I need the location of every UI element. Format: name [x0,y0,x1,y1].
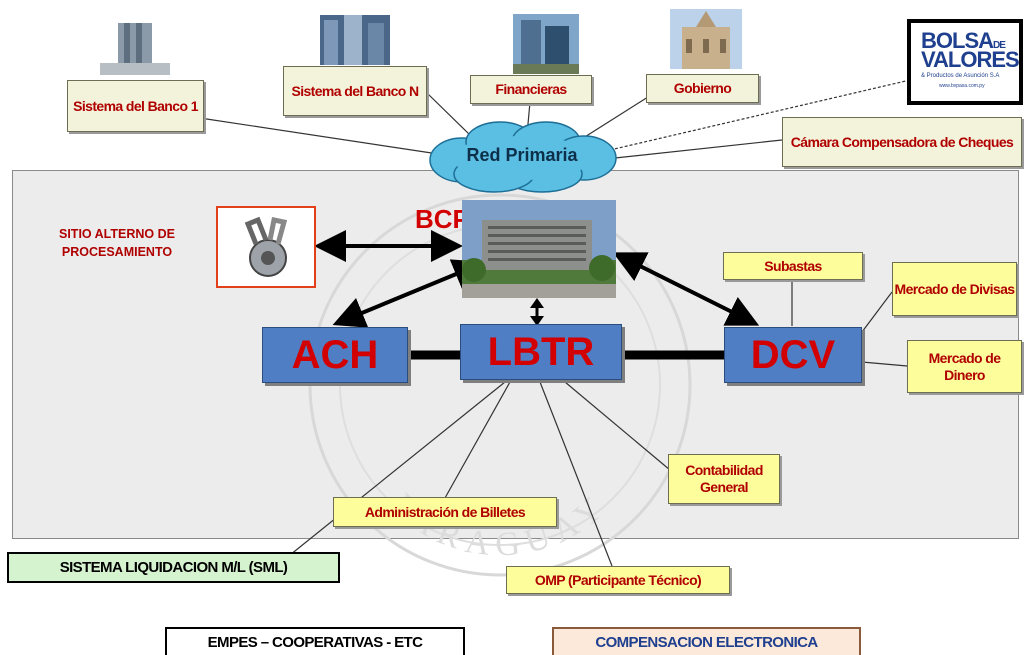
bolsa-logo: BOLSADE VALORES & Productos de Asunción … [907,19,1023,105]
node-camara: Cámara Compensadora de Cheques [782,117,1022,167]
bcp-building-icon [462,200,616,298]
node-financieras: Financieras [470,75,592,104]
node-mercado-divisas: Mercado de Divisas [892,262,1017,316]
node-dcv: DCV [724,327,862,383]
node-gobierno: Gobierno [646,74,759,103]
building-gobierno-icon [670,9,742,69]
node-compensacion: COMPENSACION ELECTRONICA [552,627,861,655]
node-bancoN: Sistema del Banco N [283,66,427,116]
node-empes: EMPES – COOPERATIVAS - ETC [165,627,465,655]
building-financieras-icon [513,14,579,74]
node-lbtr: LBTR [460,324,622,380]
line-bolsa [609,79,911,151]
building-banco1-icon [100,17,170,75]
node-ach: ACH [262,327,408,383]
node-sml: SISTEMA LIQUIDACION M/L (SML) [7,552,340,583]
sitio-alterno-label: SITIO ALTERNO DE PROCESAMIENTO [59,227,175,259]
red-primaria-cloud [429,121,617,193]
node-banco1: Sistema del Banco 1 [67,80,204,132]
node-omp: OMP (Participante Técnico) [506,566,730,594]
node-mercado-dinero: Mercado de Dinero [907,340,1022,393]
node-contabilidad: Contabilidad General [668,454,780,504]
node-subastas: Subastas [723,252,863,280]
red-primaria-label: Red Primaria [466,144,578,165]
arrow-bcp-dcv [612,252,760,326]
line-camara [614,139,783,159]
line-bancoN [426,92,471,136]
sitio-alterno-box [216,206,316,288]
node-billetes: Administración de Billetes [333,497,557,527]
bcp-label: BCP [415,204,470,234]
building-bancoN-icon [320,15,390,65]
safe-lock-icon [244,216,288,277]
line-gobierno [579,96,649,141]
line-banco1 [199,117,446,156]
arrow-ach-bcp [332,259,486,328]
